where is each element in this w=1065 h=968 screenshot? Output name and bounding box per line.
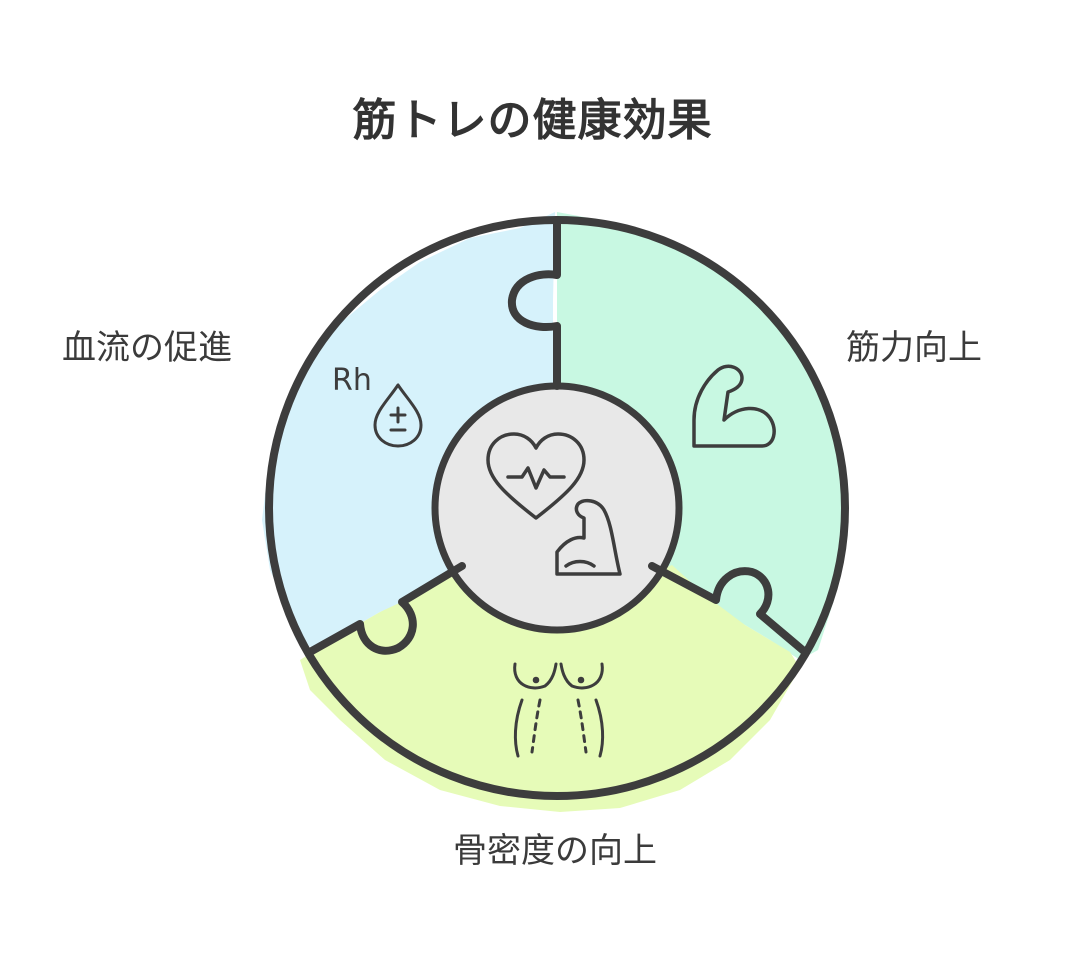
heart-pulse-icon	[486, 432, 586, 520]
puzzle-dividers	[306, 216, 809, 656]
divider-lower-right	[648, 562, 809, 656]
divider-top	[507, 216, 561, 390]
diagram-title: 筋トレの健康効果	[352, 95, 713, 146]
segment-label-blood: 血流の促進	[62, 328, 232, 368]
blood-drop-rh-icon	[373, 383, 423, 448]
rh-label: Rh	[332, 363, 372, 398]
center-arm-icon	[555, 498, 622, 576]
segment-fills	[262, 212, 848, 812]
flexed-arm-icon	[692, 364, 776, 448]
torso-icon	[513, 662, 605, 758]
divider-lower-left	[306, 562, 466, 656]
segment-label-bone: 骨密度の向上	[453, 831, 657, 871]
blood-segment-fill	[262, 212, 555, 650]
segment-label-muscle: 筋力向上	[846, 328, 982, 368]
bone-segment-fill	[300, 565, 800, 812]
center-hub	[431, 382, 683, 634]
